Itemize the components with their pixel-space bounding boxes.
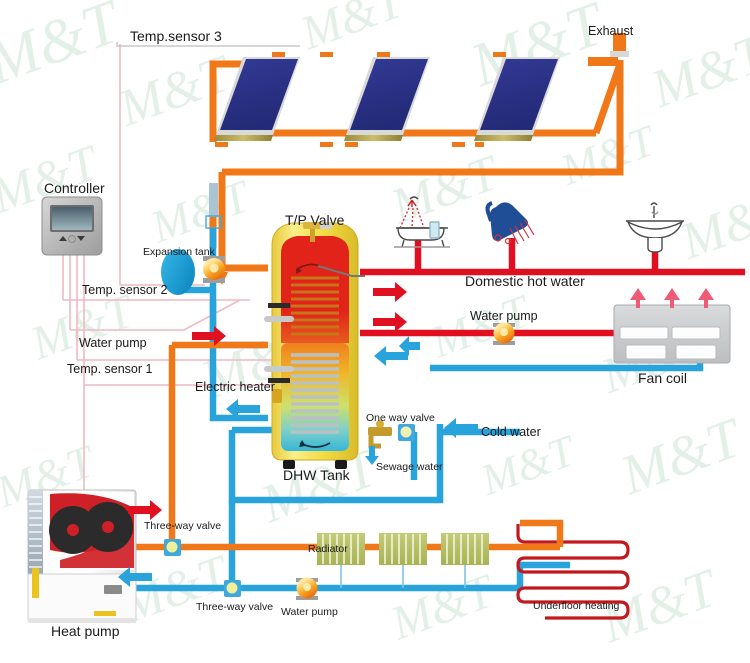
fan-coil-unit	[613, 288, 731, 364]
check-valve-arrow-icon	[209, 218, 217, 226]
label-electric-heater: Electric heater	[195, 380, 275, 394]
lower-heat-exchanger-coil	[291, 353, 339, 434]
sink-icon	[626, 202, 684, 253]
label-temp-sensor-3: Temp.sensor 3	[130, 28, 222, 44]
flow-arrow-blue	[399, 336, 420, 356]
solar-collector	[320, 52, 430, 147]
exhaust-riser-diagonal	[592, 62, 624, 135]
heat-pump-side-strip	[32, 568, 39, 598]
radiator	[317, 533, 365, 588]
flow-arrow-group	[118, 282, 478, 587]
three-way-valve-upper	[164, 539, 181, 556]
controller-display	[52, 207, 92, 230]
radiator	[441, 533, 489, 588]
flow-arrow-blue	[374, 346, 408, 366]
three-way-valve-lower	[224, 580, 241, 597]
underfloor-heating-coil	[516, 524, 630, 620]
fan-coil-water-pump	[493, 322, 515, 345]
expansion-tank-vessel	[161, 249, 195, 295]
solar-collector-array	[214, 52, 560, 147]
heat-pump-unit	[27, 489, 137, 623]
tank-hot-zone	[281, 236, 349, 343]
solar-collector	[214, 52, 300, 147]
tank-to-heating-blue	[228, 424, 444, 504]
temp-sensor-3-leader	[116, 42, 300, 47]
label-underfloor-heating: Underfloor heating	[533, 600, 620, 612]
label-heat-pump: Heat pump	[51, 623, 120, 639]
flow-arrow-red	[373, 312, 407, 332]
underfloor-return	[516, 561, 570, 588]
tank-lower-cold-line	[209, 300, 268, 422]
tp-valve	[303, 222, 332, 242]
down-arrow-icon	[77, 236, 85, 241]
radiator-bank	[317, 533, 489, 588]
label-controller: Controller	[44, 180, 105, 196]
label-cold-water: Cold water	[481, 425, 541, 439]
label-fan-coil: Fan coil	[638, 370, 688, 386]
label-expansion-tank: Expansion tank	[143, 246, 215, 258]
tank-flow-arrow-icon	[296, 267, 302, 274]
flow-arrow-blue	[226, 399, 260, 419]
label-one-way-valve: One way valve	[366, 412, 435, 424]
flow-arrow-red	[373, 282, 407, 302]
tank-sensor-pocket-upper	[264, 316, 294, 322]
label-dhw-tank: DHW Tank	[283, 467, 350, 483]
tank-foot	[283, 460, 295, 469]
label-water-pump-heating: Water pump	[281, 606, 338, 618]
sewage-arrow-icon	[365, 446, 379, 465]
exhaust-valve-gasket	[610, 51, 629, 57]
solar-return-to-tank	[218, 172, 268, 272]
tank-port-upper	[268, 303, 290, 308]
controller-center-button	[68, 235, 76, 243]
label-water-pump-solar: Water pump	[79, 336, 147, 350]
tank-dip-tube	[317, 265, 365, 277]
upper-heat-exchanger-coil	[291, 276, 339, 336]
exhaust-valve-body	[613, 33, 626, 51]
water-pump-signal-wire	[70, 299, 241, 331]
one-way-valve	[368, 420, 415, 449]
label-sewage-water: Sewage water	[376, 461, 443, 473]
controller-cable-bundle	[62, 230, 85, 590]
flow-arrow-blue	[118, 567, 152, 587]
solar-collector	[452, 52, 560, 147]
radiator	[379, 533, 427, 588]
bathtub-icon	[394, 196, 450, 248]
label-radiator: Radiator	[308, 543, 348, 555]
solar-controller[interactable]	[41, 196, 103, 263]
label-three-way-valve-bot: Three-way valve	[196, 601, 274, 613]
flow-arrow-red	[192, 326, 226, 346]
solar-supply-riser-left	[209, 60, 243, 142]
tank-port-lower	[268, 378, 290, 383]
shower-icon	[485, 201, 535, 245]
label-water-pump-fancoil: Water pump	[470, 309, 538, 323]
label-temp-sensor-1: Temp. sensor 1	[67, 362, 153, 376]
underfloor-supply-branch	[520, 519, 564, 547]
flow-arrow-red	[128, 500, 162, 520]
dhw-tank	[264, 222, 365, 469]
electric-heater-element	[272, 389, 282, 403]
tank-bottom-arrow-icon	[299, 440, 306, 447]
tank-foot	[335, 460, 347, 469]
flow-arrow-blue	[444, 418, 478, 438]
label-temp-sensor-2: Temp. sensor 2	[82, 283, 168, 297]
label-tp-valve: T/P Valve	[285, 212, 345, 228]
solar-return-header	[222, 60, 624, 176]
collector-sensor-pocket	[209, 183, 218, 217]
solar-circulating-pump	[203, 256, 225, 283]
label-exhaust: Exhaust	[588, 24, 634, 38]
exhaust-tee	[588, 57, 618, 66]
up-arrow-icon	[59, 236, 67, 241]
tank-sensor-pocket-lower	[264, 366, 294, 372]
label-three-way-valve-top: Three-way valve	[144, 520, 222, 532]
fan-coil-airflow-arrows	[630, 288, 714, 308]
heating-water-pump	[296, 577, 318, 600]
label-domestic-hot-water: Domestic hot water	[465, 273, 585, 289]
